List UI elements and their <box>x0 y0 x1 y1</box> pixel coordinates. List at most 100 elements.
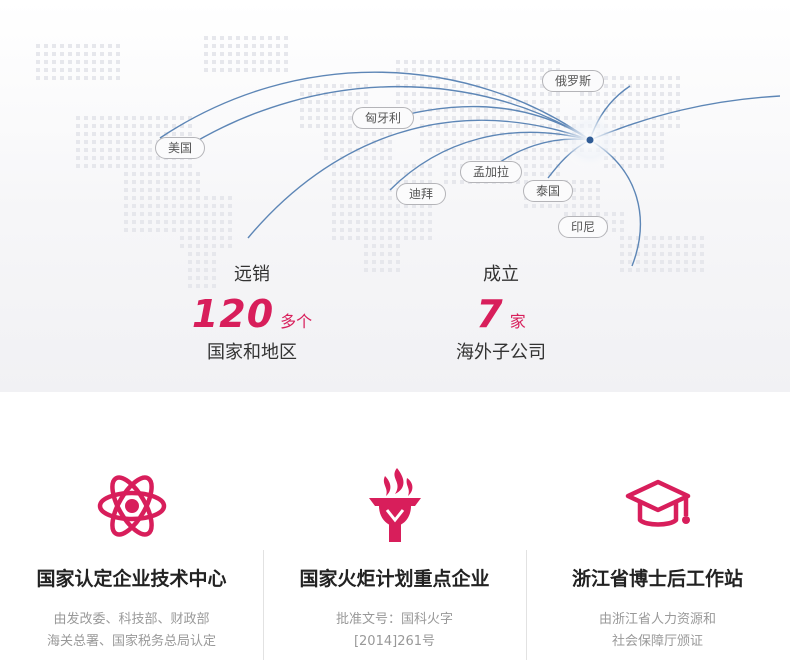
cert-postdoc-station: 浙江省博士后工作站 由浙江省人力资源和 社会保障厅颁证 <box>526 430 789 669</box>
map-dot <box>132 172 136 176</box>
cert-desc-line: 由浙江省人力资源和 <box>598 612 716 627</box>
stat-export-label: 远销 <box>234 264 270 285</box>
map-dot <box>540 132 544 136</box>
map-dot <box>428 148 432 152</box>
map-dot <box>196 260 200 264</box>
map-dot <box>252 52 256 56</box>
atom-icon <box>97 475 166 537</box>
torch-icon <box>368 468 421 542</box>
map-dot <box>140 188 144 192</box>
map-dot <box>356 84 360 88</box>
map-dot <box>660 100 664 104</box>
map-dot <box>668 124 672 128</box>
map-dot <box>692 252 696 256</box>
map-dot <box>428 172 432 176</box>
map-dot <box>516 92 520 96</box>
map-dot <box>668 252 672 256</box>
map-dot <box>452 76 456 80</box>
map-dot <box>340 124 344 128</box>
map-dot <box>100 52 104 56</box>
map-dot <box>652 148 656 152</box>
map-dot <box>396 212 400 216</box>
map-dot <box>500 76 504 80</box>
map-dot <box>364 268 368 272</box>
map-dot <box>364 92 368 96</box>
map-dot <box>340 108 344 112</box>
map-dot <box>620 76 624 80</box>
map-dot <box>372 196 376 200</box>
map-dot <box>332 204 336 208</box>
map-dot <box>204 220 208 224</box>
cert-title: 国家认定企业技术中心 <box>36 568 227 590</box>
map-dot <box>564 116 568 120</box>
map-dot <box>372 236 376 240</box>
map-dot <box>652 236 656 240</box>
map-dot <box>396 260 400 264</box>
map-dot <box>180 180 184 184</box>
map-dot <box>460 148 464 152</box>
map-dot <box>116 68 120 72</box>
map-dot <box>124 156 128 160</box>
map-dot <box>468 116 472 120</box>
map-dot <box>604 108 608 112</box>
map-dot <box>364 148 368 152</box>
map-dot <box>476 140 480 144</box>
map-dot <box>444 116 448 120</box>
map-dot <box>484 92 488 96</box>
map-dot <box>76 60 80 64</box>
map-dot <box>340 196 344 200</box>
map-dot <box>212 260 216 264</box>
map-dot <box>532 172 536 176</box>
map-dot <box>332 164 336 168</box>
map-dot <box>620 84 624 88</box>
map-dot <box>44 44 48 48</box>
map-dot <box>260 44 264 48</box>
map-dot <box>396 164 400 168</box>
map-dot <box>420 180 424 184</box>
map-dot <box>308 100 312 104</box>
map-dot <box>428 92 432 96</box>
map-dot <box>588 188 592 192</box>
map-dot <box>636 124 640 128</box>
map-dot <box>628 244 632 248</box>
map-dot <box>324 132 328 136</box>
map-dot <box>404 100 408 104</box>
map-dot <box>668 92 672 96</box>
map-dot <box>636 260 640 264</box>
map-dot <box>260 60 264 64</box>
map-dot <box>180 236 184 240</box>
map-dot <box>164 196 168 200</box>
map-dot <box>452 156 456 160</box>
map-dot <box>340 132 344 136</box>
map-dot <box>332 172 336 176</box>
map-dot <box>356 100 360 104</box>
map-dot <box>612 228 616 232</box>
map-dot <box>76 68 80 72</box>
map-dot <box>124 164 128 168</box>
map-dot <box>180 196 184 200</box>
map-dot <box>148 180 152 184</box>
map-dot <box>644 124 648 128</box>
map-dot <box>364 196 368 200</box>
map-dot <box>180 212 184 216</box>
map-dot <box>492 140 496 144</box>
map-dot <box>196 244 200 248</box>
map-dot <box>156 156 160 160</box>
map-dot <box>508 60 512 64</box>
map-dot <box>180 124 184 128</box>
map-dot <box>412 84 416 88</box>
map-dot <box>148 132 152 136</box>
map-dot <box>308 92 312 96</box>
map-dot <box>556 60 560 64</box>
map-dot <box>324 148 328 152</box>
map-dot <box>332 228 336 232</box>
map-dot <box>92 140 96 144</box>
map-dot <box>540 164 544 168</box>
map-dot <box>604 100 608 104</box>
map-dot <box>132 188 136 192</box>
map-dot <box>620 236 624 240</box>
map-dot <box>308 84 312 88</box>
stat-export-unit: 多个 <box>280 312 313 331</box>
map-dot <box>484 100 488 104</box>
map-dot <box>452 100 456 104</box>
